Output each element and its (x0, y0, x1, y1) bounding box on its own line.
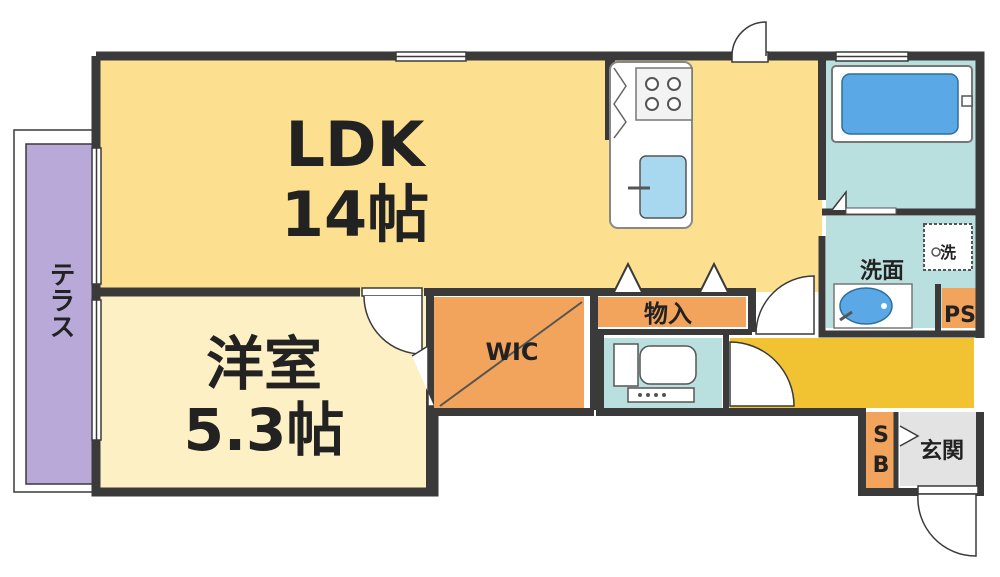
storage-label: 物入 (644, 300, 692, 328)
wic-diagonal (439, 301, 583, 407)
toilet-icon (613, 343, 697, 403)
bathtub-icon (831, 65, 973, 143)
ldk-name-label: LDK (285, 108, 426, 181)
shoebox-label-s: S (873, 423, 889, 448)
entrance-step-mark (899, 425, 920, 447)
entrance-room (900, 412, 976, 486)
washroom-door[interactable] (755, 275, 815, 335)
ps-room (942, 288, 976, 328)
terrace-label: テラス (45, 261, 75, 339)
storage-room (594, 297, 746, 327)
wic-label: WIC (485, 338, 538, 366)
washroom-label: 洗面 (860, 259, 904, 284)
terrace (25, 143, 95, 485)
windows (91, 51, 909, 441)
washer-label: 洗 (940, 243, 956, 262)
stove-icon (635, 67, 693, 121)
entrance-label: 玄関 (920, 438, 964, 464)
kitchen-counter (609, 61, 693, 229)
shoebox (866, 412, 896, 488)
entrance-door[interactable] (917, 485, 979, 557)
ldk-size-label: 14帖 (281, 178, 429, 251)
ps-label: PS (944, 303, 976, 328)
ldk-door-marks (613, 261, 729, 293)
wic-room (434, 297, 584, 409)
toilet-door[interactable] (729, 341, 795, 407)
washing-machine-icon (923, 223, 973, 271)
bedroom-size-label: 5.3帖 (184, 396, 345, 464)
bath-door-mark (831, 189, 847, 211)
bedroom-name-label: 洋室 (206, 330, 322, 398)
shoebox-label-b: B (873, 453, 890, 478)
bath-step (845, 207, 897, 215)
washbasin-icon (833, 283, 913, 329)
wic-door[interactable] (411, 344, 434, 407)
balcony-door[interactable] (731, 21, 769, 63)
ldk-room (100, 60, 822, 292)
